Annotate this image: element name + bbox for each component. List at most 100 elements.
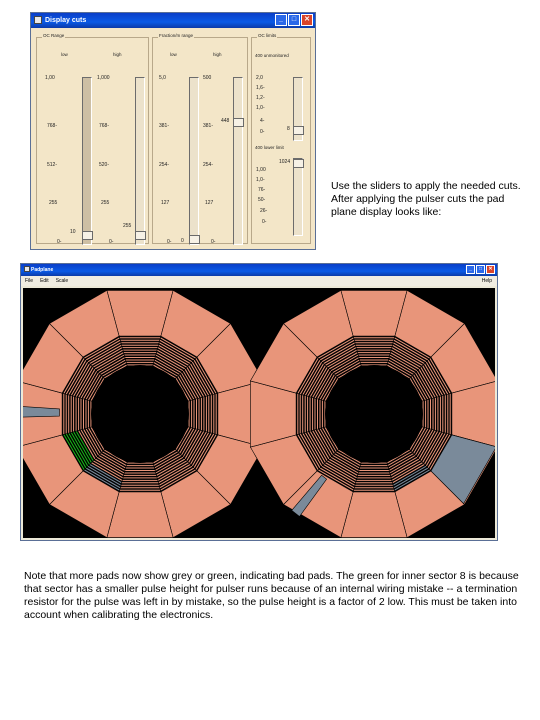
left-wheel-pad-row [77,396,80,432]
tick-label: 0- [167,239,172,245]
tick-label: 768- [47,123,58,129]
menu-edit[interactable]: Edit [40,278,49,284]
right-wheel-pad-row [318,398,322,430]
left-wheel-pad-row [83,336,121,360]
right-wheel-outer-sector [283,289,354,358]
tick-label: 0- [262,219,267,225]
minimize-button[interactable]: _ [275,14,287,26]
fraction-low-slider-track[interactable] [189,77,199,245]
left-wheel-pad-row [67,394,70,434]
tick-label: 1,000 [97,75,110,81]
fraction-high-slider-thumb[interactable] [233,118,244,127]
fraction-low-slider-thumb[interactable] [189,235,200,244]
tick-label: 255 [101,200,110,206]
oc-low-value: 10 [70,229,76,235]
oc-limits-group: OC limits 400 unmonitored 2,0 1,6- 1,2- … [251,33,311,244]
tick-label: 26- [260,208,268,214]
right-wheel-pad-row [322,343,357,365]
unmonitored-value: 8 [287,126,290,132]
left-wheel-pad-row [84,338,121,361]
unmonitored-slider-track[interactable] [293,77,303,141]
left-wheel-pad-row [119,486,161,489]
right-wheel-pad-row [327,351,359,370]
close-button[interactable]: ✕ [301,14,313,26]
fraction-range-group: Fraction/m range low high 5,0 381- 254- … [152,33,248,245]
right-wheel-pad-row [354,481,394,484]
padplane-canvas[interactable] [23,288,495,538]
lower-limit-slider-track[interactable] [293,158,303,236]
tick-label: 0- [260,129,265,135]
tick-label: 381- [159,123,170,129]
fraction-range-label: Fraction/m range [158,33,195,38]
right-wheel-pad-row [354,484,394,487]
lower-limit-slider-thumb[interactable] [293,159,304,168]
menu-help[interactable]: Help [481,278,492,284]
fraction-low-header: low [170,52,177,57]
left-wheel-pad-row [119,489,161,492]
right-wheel-pad-row [441,394,444,434]
tick-label: 127 [205,200,214,206]
right-wheel-pad-row [311,396,314,432]
fraction-high-slider-track[interactable] [233,77,243,245]
right-wheel-pad-row [359,361,389,364]
left-wheel-outer-sector [49,289,120,358]
maximize-button[interactable]: □ [288,14,300,26]
left-wheel-pad-row [124,469,156,472]
right-wheel-pad-row [444,394,447,434]
right-wheel-pad-row [353,489,395,492]
right-wheel-pad-row [358,469,390,472]
right-wheel-pad-row [316,398,319,430]
oc-high-slider-thumb[interactable] [135,231,146,240]
left-wheel-pad-row [103,363,128,379]
padplane-titlebar[interactable]: Padplane _ □ ✕ [21,264,497,276]
lower-limit-label: 400 lower limit [255,145,284,150]
right-wheel-pad-row [301,394,304,434]
tick-label: 127 [161,200,170,206]
oc-high-slider-track[interactable] [135,77,145,245]
unmonitored-slider-thumb[interactable] [293,126,304,135]
minimize-button[interactable]: _ [466,265,475,274]
oc-limits-label: OC limits [257,33,278,38]
right-wheel-pad-row [320,341,356,363]
left-wheel-pad-row [205,395,208,433]
fraction-high-value: 448 [221,118,230,124]
right-wheel-pad-row [353,336,395,339]
tick-label: 520- [99,162,110,168]
left-wheel-pad-row [190,399,193,429]
tick-label: 768- [99,123,110,129]
display-cuts-window: Display cuts _ □ ✕ OC Range low high 1,0… [30,12,316,250]
left-wheel-pad-row [123,353,157,357]
right-wheel-pad-row [356,348,392,352]
left-wheel-pad-row [212,393,215,435]
right-wheel-pad-row [353,339,395,342]
left-wheel-pad-row [120,484,160,487]
oc-range-low-header: low [61,52,68,57]
oc-low-slider-thumb[interactable] [82,231,93,240]
oc-high-value: 255 [123,223,132,229]
menu-scale[interactable]: Scale [55,278,69,284]
close-button[interactable]: ✕ [486,265,495,274]
right-wheel-pad-row [356,351,392,354]
left-wheel-pad-row [215,393,218,435]
display-cuts-titlebar[interactable]: Display cuts _ □ ✕ [31,13,315,28]
left-wheel-bad-pad [23,406,60,418]
right-wheel-pad-row [333,358,361,376]
menu-file[interactable]: File [25,278,34,284]
right-wheel-pad-row [354,341,394,344]
left-wheel-pad-row [90,346,123,367]
right-wheel-pad-row [356,476,392,479]
right-wheel-pad-row [324,346,357,367]
left-wheel-pad-row [120,481,160,484]
left-wheel-pad-row [125,464,155,467]
tick-label: 1,0- [256,105,265,111]
unmonitored-label: 400 unmonitored [255,53,289,58]
oc-low-slider-track[interactable] [82,77,92,245]
right-wheel-pad-row [359,464,389,467]
left-wheel-pad-row [122,348,158,352]
tick-label: 0- [57,239,62,245]
maximize-button[interactable]: □ [476,265,485,274]
left-wheel-pad-row [122,476,158,479]
right-wheel-pad-row [358,358,390,362]
left-wheel-pad-row [79,397,83,431]
right-wheel-pad-row [335,361,361,378]
